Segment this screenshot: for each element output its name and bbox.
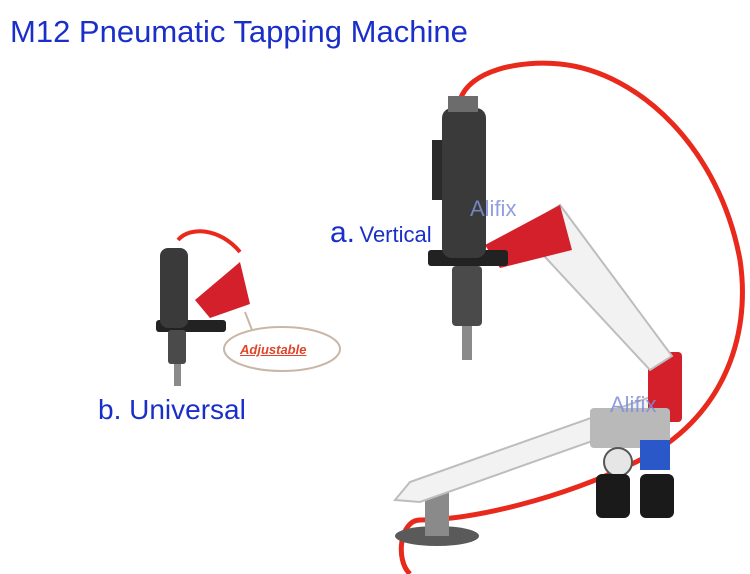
elbow-block bbox=[648, 352, 682, 422]
label-vertical: a. Vertical bbox=[330, 216, 432, 250]
tool-body bbox=[442, 108, 486, 258]
small-tap-bit bbox=[174, 364, 181, 386]
lubricator-bowl bbox=[640, 474, 674, 518]
adjustable-callout-text: Adjustable bbox=[240, 342, 307, 357]
filter-bowl bbox=[596, 474, 630, 518]
small-tool-body bbox=[160, 248, 188, 328]
label-universal: b. Universal bbox=[98, 394, 246, 425]
callout-pointer bbox=[244, 311, 253, 331]
small-air-hose bbox=[176, 229, 242, 254]
tool-lever bbox=[432, 140, 442, 200]
page-title: M12 Pneumatic Tapping Machine bbox=[10, 14, 468, 49]
tool-head bbox=[448, 96, 478, 112]
label-vertical-text: Vertical bbox=[359, 222, 432, 247]
watermark: Alifix bbox=[610, 392, 657, 417]
small-red-bracket bbox=[195, 262, 250, 318]
watermark: Alifix bbox=[470, 196, 517, 221]
tap-bit bbox=[462, 326, 472, 360]
tool-chuck bbox=[452, 266, 482, 326]
regulator-cap bbox=[640, 440, 670, 470]
frl-manifold bbox=[590, 408, 670, 448]
label-vertical-letter: a. bbox=[330, 216, 356, 249]
small-chuck bbox=[168, 330, 186, 364]
adjustable-callout-bubble bbox=[223, 326, 341, 372]
pressure-gauge bbox=[603, 447, 633, 477]
